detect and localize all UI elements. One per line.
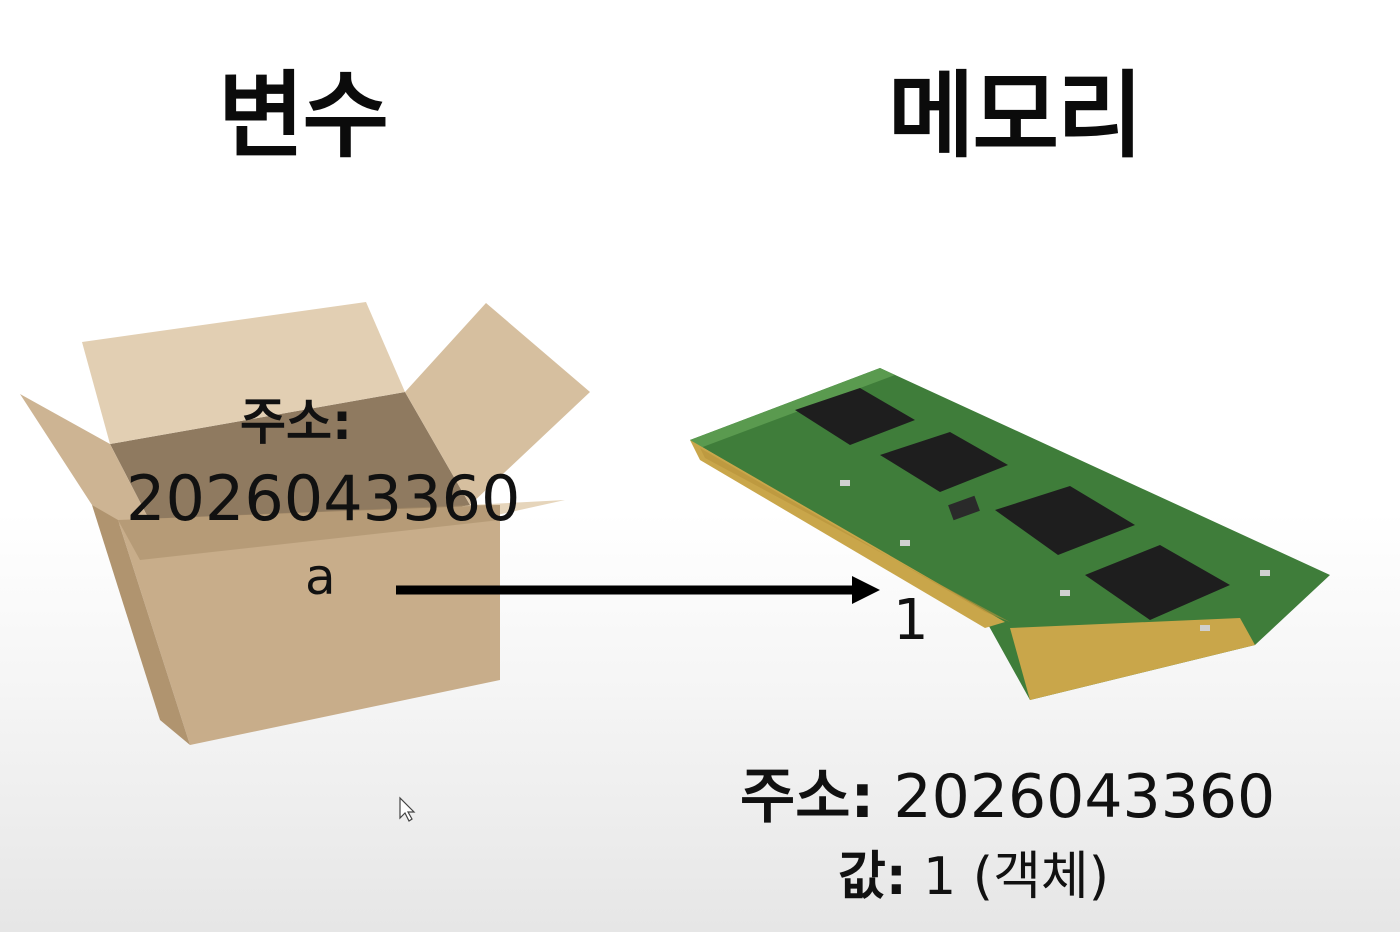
memory-cell-value: 1: [893, 588, 929, 653]
box-image: [20, 302, 590, 745]
memory-address-value: 2026043360: [893, 762, 1276, 832]
variable-name: a: [305, 548, 336, 606]
memory-value-label: 값:: [838, 847, 907, 907]
ram-image: [690, 368, 1330, 700]
memory-value-text: 1 (객체): [923, 847, 1110, 907]
title-variable: 변수: [218, 62, 389, 171]
reference-arrow: [396, 576, 880, 604]
title-memory: 메모리: [888, 62, 1143, 171]
box-address-label: 주소:: [240, 393, 352, 451]
mouse-cursor-icon: [399, 796, 416, 822]
memory-address-row: 주소: 2026043360: [740, 748, 1275, 835]
memory-address-label: 주소:: [740, 762, 875, 832]
memory-value-row: 값: 1 (객체): [838, 834, 1109, 909]
box-address-value: 2026043360: [126, 462, 521, 535]
